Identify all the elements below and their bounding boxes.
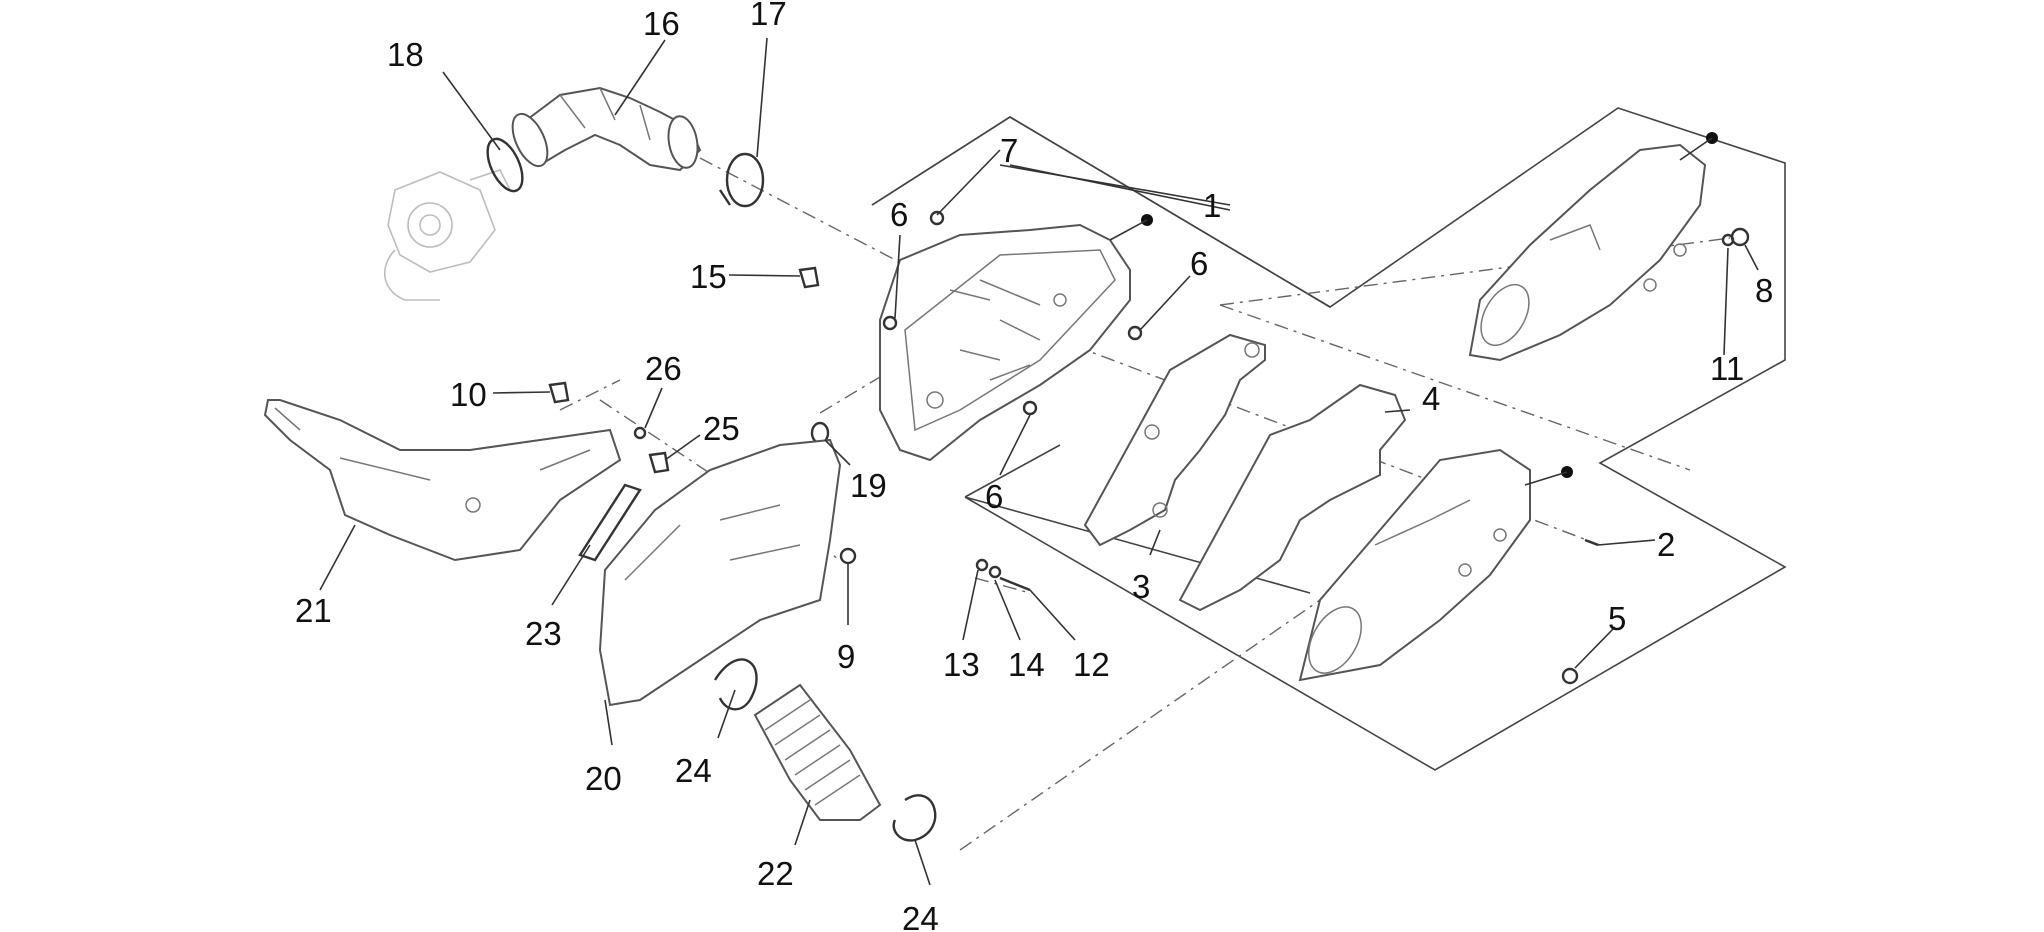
callout-9: 9: [837, 638, 855, 675]
callout-16: 16: [643, 5, 680, 42]
screw-2: [1584, 538, 1599, 547]
throttle-body-ghost: [383, 169, 511, 301]
grommet-6b: [1127, 325, 1143, 341]
clip-8: [1730, 227, 1750, 247]
bellows-22: [753, 683, 882, 821]
callout-18: 18: [387, 36, 424, 73]
callout-23: 23: [525, 615, 562, 652]
screw-9: [839, 547, 857, 565]
callout-12: 12: [1073, 646, 1110, 683]
screw-12: [999, 576, 1031, 592]
callout-2: 2: [1657, 526, 1675, 563]
nut-clip-10: [548, 381, 570, 404]
grommet-7: [929, 210, 945, 226]
small-fasteners: [548, 210, 1750, 685]
callout-7: 7: [1000, 132, 1018, 169]
callout-26: 26: [645, 350, 682, 387]
callout-21: 21: [295, 592, 332, 629]
filter-element-3: [1083, 333, 1266, 547]
intake-duct-21: [263, 399, 622, 562]
callout-4: 4: [1422, 380, 1440, 417]
callout-14: 14: [1008, 646, 1045, 683]
gasket-4: [1178, 383, 1407, 612]
intake-elbow-16: [511, 86, 702, 172]
callout-3: 3: [1132, 568, 1150, 605]
callout-6-lower: 6: [985, 478, 1003, 515]
callout-13: 13: [943, 646, 980, 683]
hose-clamp-17: [719, 152, 765, 208]
filter-cover-upper: [1468, 132, 1718, 362]
filter-cover-lower: [1298, 448, 1573, 682]
callout-6-top: 6: [890, 196, 908, 233]
callout-17: 17: [750, 0, 787, 32]
callout-5: 5: [1608, 600, 1626, 637]
callout-6-right: 6: [1190, 245, 1208, 282]
nut-clip-15: [798, 266, 820, 289]
leader-lines: [319, 37, 1759, 886]
callout-1: 1: [1203, 187, 1221, 224]
callout-8: 8: [1755, 272, 1773, 309]
washer-14: [988, 565, 1002, 579]
callout-20: 20: [585, 760, 622, 797]
callout-22: 22: [757, 855, 794, 892]
seal-strip-23: [578, 483, 642, 562]
callout-labels: 1 2 3 4 5 6 6 6 7 8 9 10 11 12 13 14 15 …: [295, 0, 1773, 932]
callout-24-left: 24: [675, 752, 712, 789]
washer-13: [975, 558, 989, 572]
callout-19: 19: [850, 467, 887, 504]
callout-11: 11: [1710, 350, 1744, 387]
air-box-body-1: [879, 223, 1131, 462]
duct-cover-20: [598, 438, 842, 707]
grommet-6a: [882, 315, 898, 331]
clip-11: [1721, 233, 1735, 247]
screw-26: [633, 426, 647, 440]
grommet-6c: [1022, 400, 1038, 416]
callout-10: 10: [450, 376, 487, 413]
nut-clip-25: [648, 451, 670, 474]
screw-5: [1561, 667, 1579, 685]
callout-24-right: 24: [902, 900, 939, 932]
assembly-frame-lines: [871, 107, 1787, 771]
callout-25: 25: [703, 410, 740, 447]
callout-15: 15: [690, 258, 727, 295]
